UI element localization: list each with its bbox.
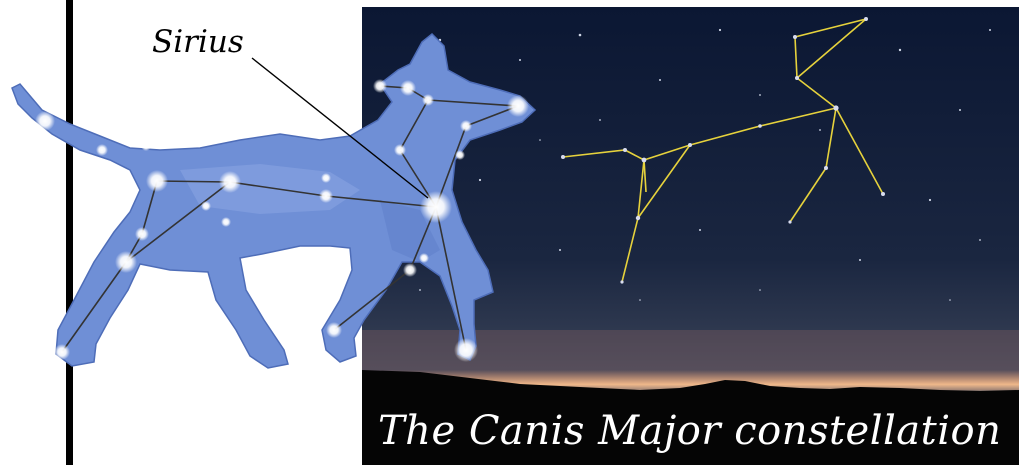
night-sky-photo xyxy=(362,7,1019,465)
sirius-pointer-line xyxy=(251,57,429,199)
background-stars xyxy=(419,28,991,301)
sirius-label: Sirius xyxy=(152,24,244,60)
horizon-silhouette xyxy=(362,370,1019,465)
left-vertical-bar xyxy=(66,0,73,465)
caption: The Canis Major constellation xyxy=(378,408,1002,454)
constellation-stars xyxy=(561,17,885,284)
dog-stars xyxy=(35,79,529,362)
